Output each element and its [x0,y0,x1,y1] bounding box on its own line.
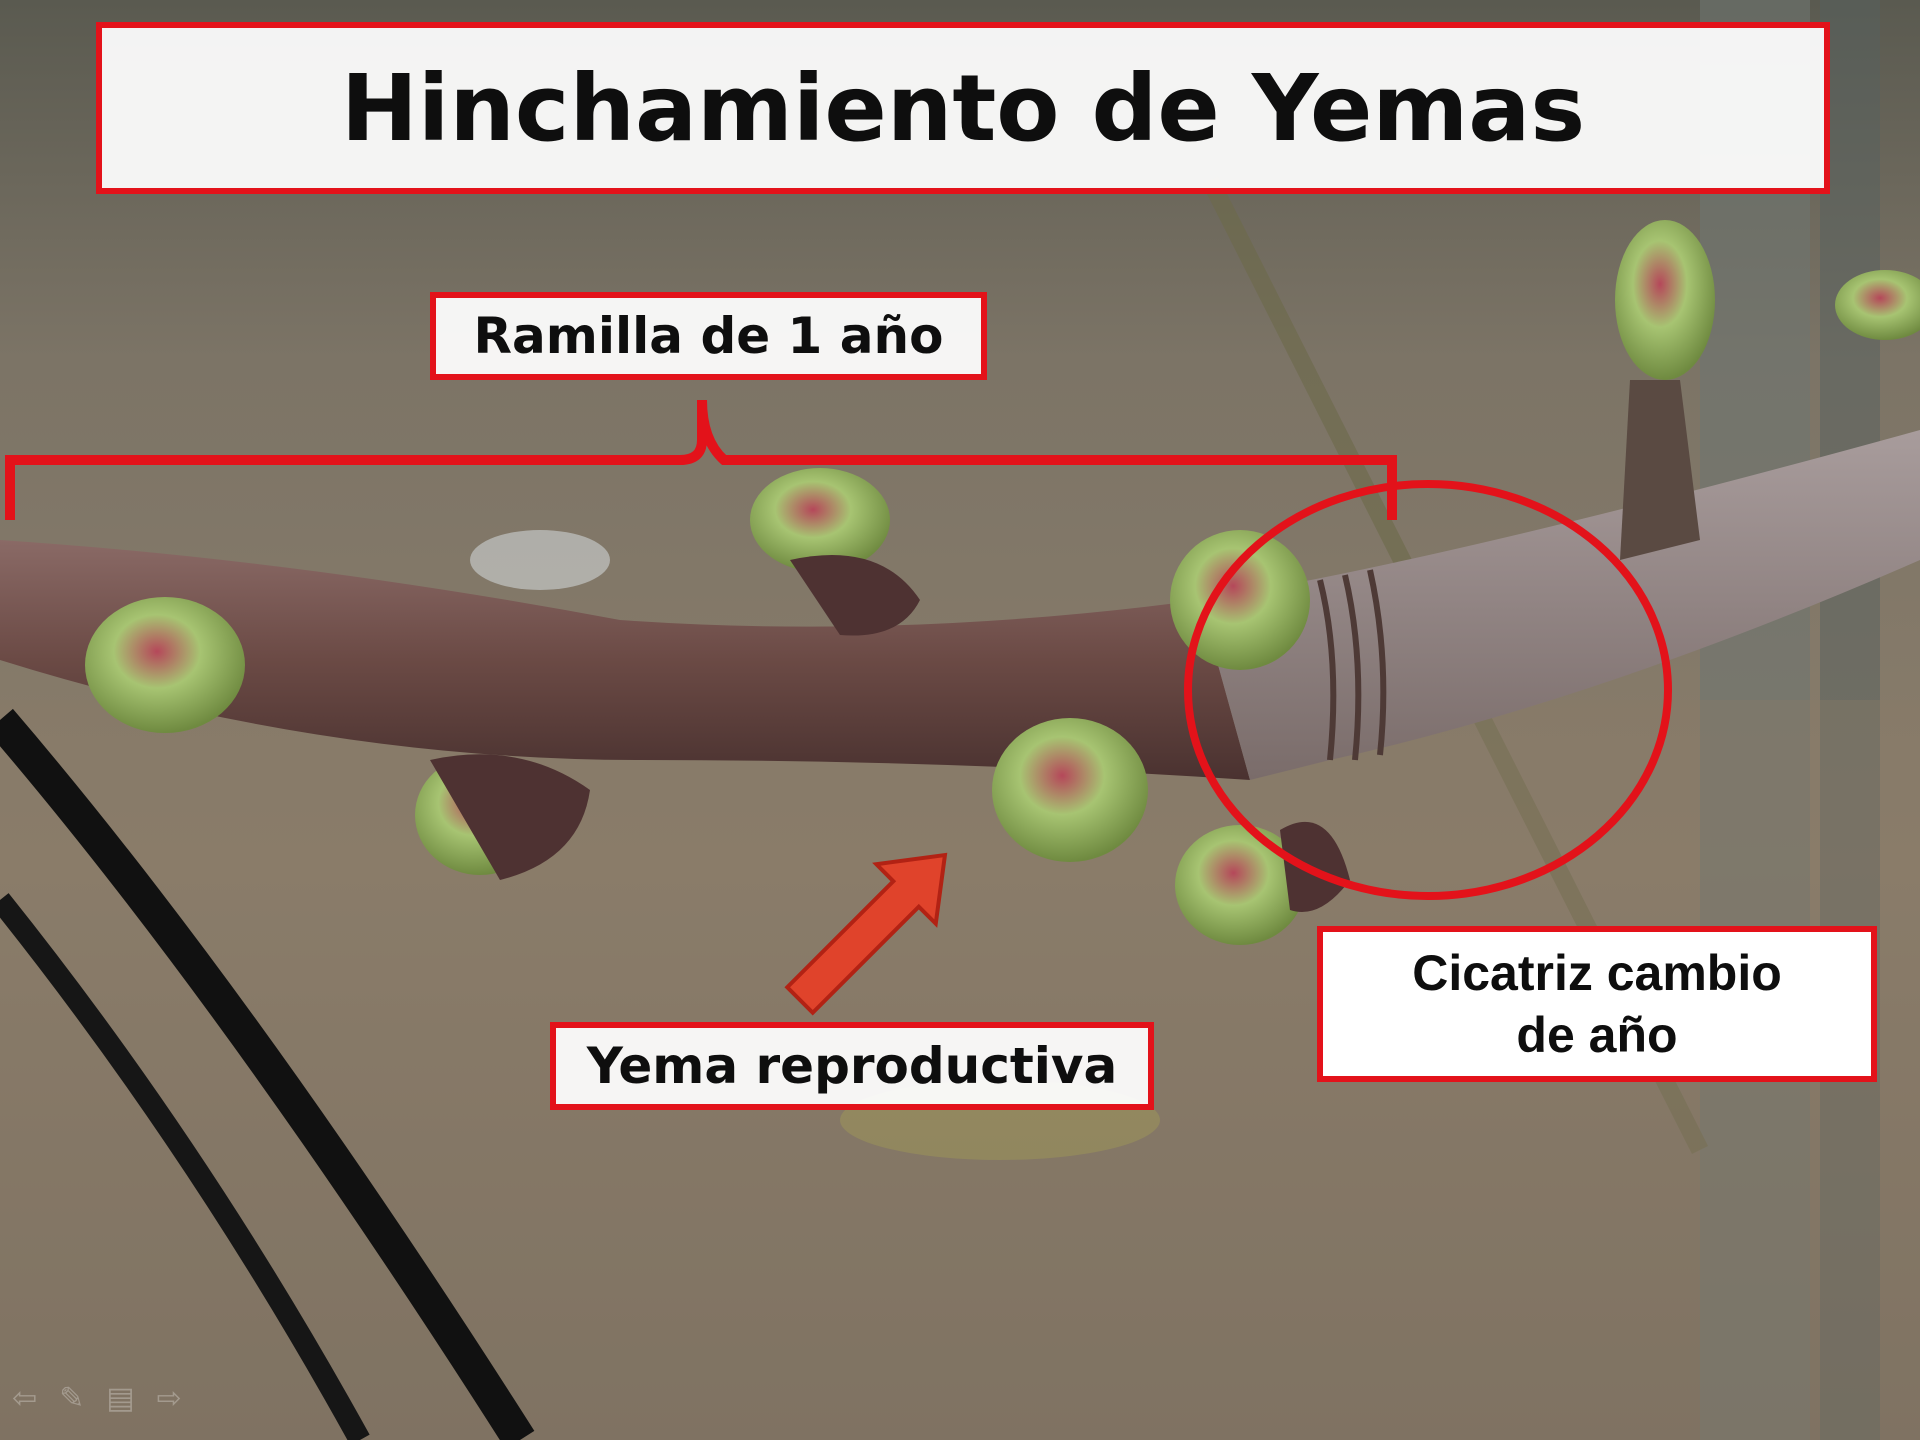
scar-label-line2: de año [1516,1007,1678,1063]
scar-label-line1: Cicatriz cambio [1412,945,1782,1001]
prev-arrow-icon[interactable]: ⇦ [12,1381,38,1416]
twig-label: Ramilla de 1 año [430,292,987,380]
scar-label: Cicatriz cambio de año [1317,926,1877,1082]
menu-icon[interactable]: ▤ [106,1381,135,1416]
next-arrow-icon[interactable]: ⇨ [156,1381,182,1416]
twig-bracket [5,399,1397,520]
bud-arrow [784,852,948,1016]
pen-icon[interactable]: ✎ [59,1381,85,1416]
slide-nav-controls: ⇦ ✎ ▤ ⇨ [12,1381,182,1416]
scar-circle [1184,480,1672,900]
slide-title: Hinchamiento de Yemas [96,22,1830,194]
bud-label: Yema reproductiva [550,1022,1154,1110]
